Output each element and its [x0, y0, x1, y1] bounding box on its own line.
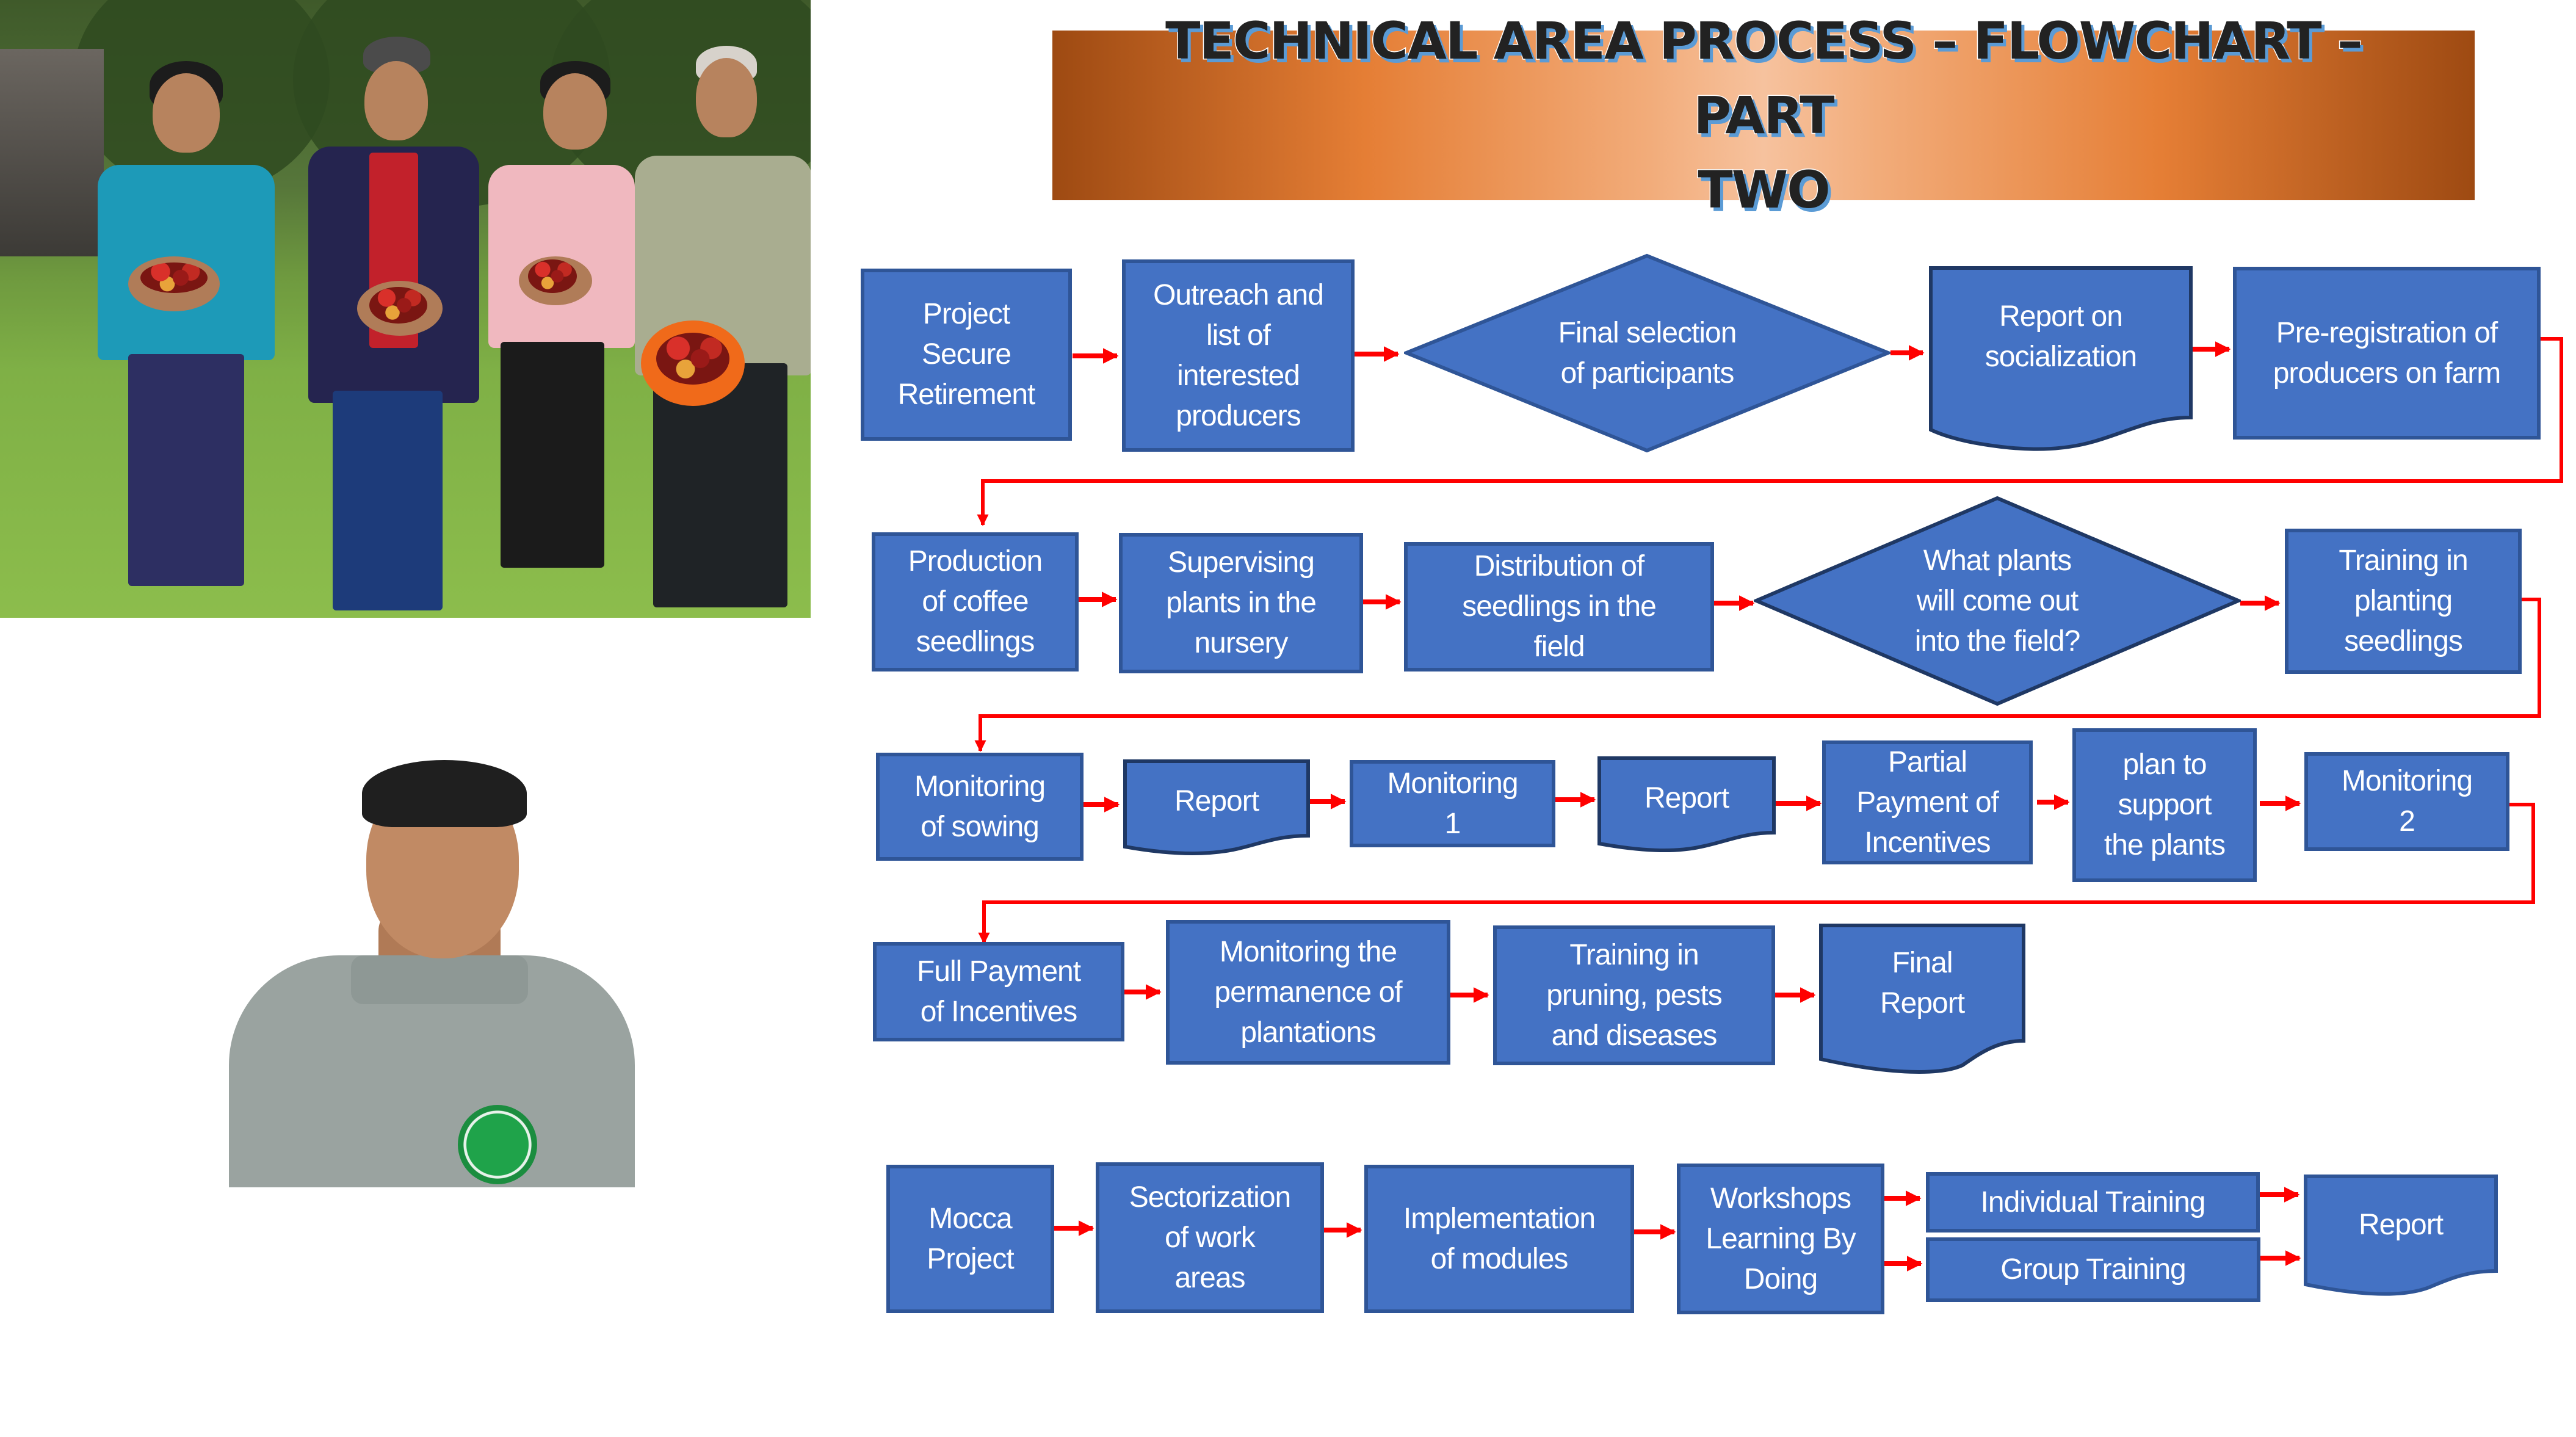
node-monitoring-1[interactable]: Monitoring 1 [1350, 760, 1555, 847]
title-line-2: TWO [1697, 159, 1831, 221]
title-banner: TECHNICAL AREA PROCESS – FLOWCHART – PAR… [1052, 10, 2475, 221]
node-workshops[interactable]: Workshops Learning By Doing [1677, 1164, 1884, 1314]
node-distribution-seedlings[interactable]: Distribution of seedlings in the field [1404, 542, 1714, 671]
node-monitoring-2[interactable]: Monitoring 2 [2304, 752, 2509, 851]
node-mocca-project[interactable]: Mocca Project [886, 1165, 1054, 1313]
node-final-report[interactable]: Final Report [1819, 924, 2025, 1074]
portrait-photo [229, 754, 635, 1187]
page-title: TECHNICAL AREA PROCESS – FLOWCHART – PAR… [1092, 4, 2435, 227]
node-full-payment[interactable]: Full Payment of Incentives [873, 942, 1124, 1041]
document-shape [1123, 759, 1310, 856]
node-group-training[interactable]: Group Training [1926, 1237, 2260, 1302]
node-training-pruning[interactable]: Training in pruning, pests and diseases [1493, 925, 1775, 1065]
node-supervising-nursery[interactable]: Supervising plants in the nursery [1119, 533, 1363, 673]
node-individual-training[interactable]: Individual Training [1926, 1172, 2260, 1232]
cooperative-logo-icon [458, 1105, 537, 1184]
node-final-selection[interactable]: Final selection of participants [1404, 253, 1890, 453]
node-training-planting[interactable]: Training in planting seedlings [2285, 529, 2522, 674]
node-implementation[interactable]: Implementation of modules [1364, 1165, 1634, 1313]
node-plan-support[interactable]: plan to support the plants [2072, 728, 2257, 882]
node-report-c-shape[interactable]: Report [2304, 1175, 2498, 1296]
decision-shape [1754, 496, 2241, 706]
node-production-seedlings[interactable]: Production of coffee seedlings [872, 532, 1079, 671]
node-partial-payment[interactable]: Partial Payment of Incentives [1822, 740, 2033, 864]
document-shape [1929, 266, 2193, 451]
node-monitoring-sowing[interactable]: Monitoring of sowing [876, 753, 1084, 861]
node-report-socialization[interactable]: Report on socialization [1929, 266, 2193, 452]
node-report-a[interactable]: Report [1123, 759, 1310, 856]
node-pre-registration[interactable]: Pre-registration of producers on farm [2233, 267, 2541, 440]
title-line-1: TECHNICAL AREA PROCESS – FLOWCHART – PAR… [1165, 10, 2364, 147]
decision-shape [1404, 253, 1890, 453]
document-shape [2304, 1175, 2498, 1296]
document-shape [1597, 756, 1776, 853]
node-report-b[interactable]: Report [1597, 756, 1776, 853]
node-sectorization[interactable]: Sectorization of work areas [1096, 1162, 1324, 1313]
node-project-secure-retirement[interactable]: Project Secure Retirement [861, 269, 1072, 441]
shed [0, 49, 104, 256]
node-monitoring-permanence[interactable]: Monitoring the permanence of plantations [1166, 920, 1450, 1065]
node-outreach[interactable]: Outreach and list of interested producer… [1122, 259, 1355, 452]
group-photo [0, 0, 811, 618]
node-what-plants[interactable]: What plants will come out into the field… [1754, 496, 2241, 706]
document-shape [1819, 924, 2025, 1074]
